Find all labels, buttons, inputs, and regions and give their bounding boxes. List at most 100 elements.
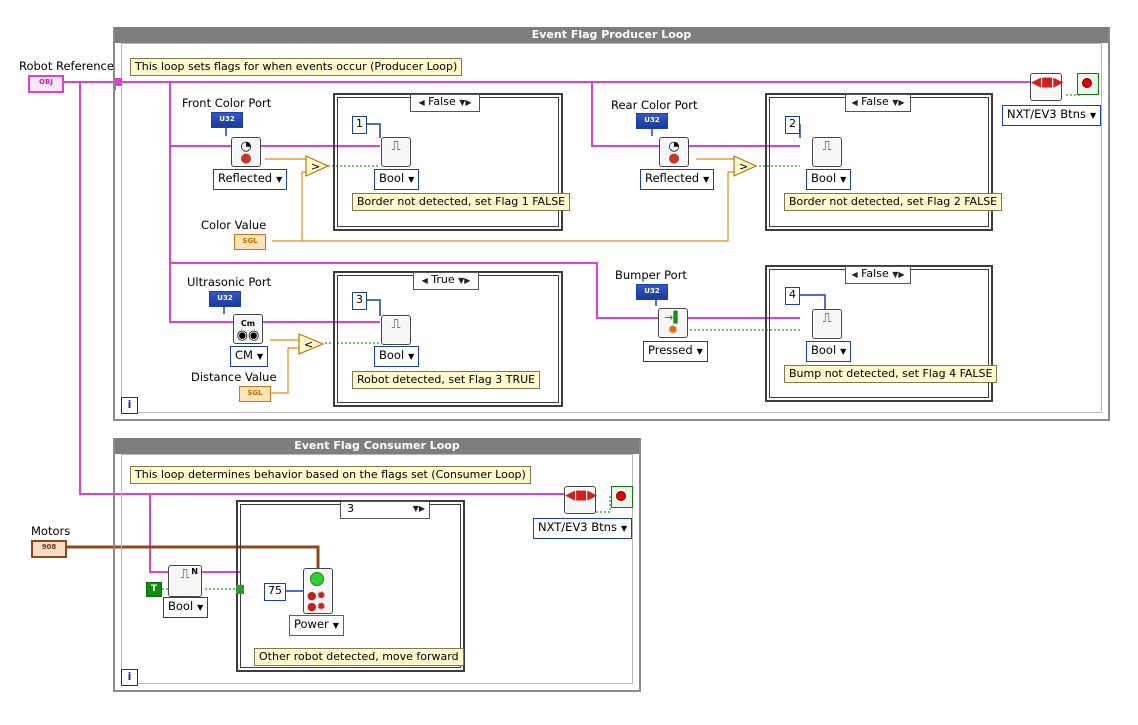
producer-loop-comment: This loop sets flags for when events occ… [130,58,463,76]
sensor-bulb-icon: ● [240,151,252,166]
case-1-comment: Border not detected, set Flag 1 FALSE [352,193,571,211]
greater-than-compare[interactable]: > [305,155,329,177]
power-constant[interactable]: 75 [264,583,286,601]
consumer-case-selector[interactable]: 3 ▼▶ [340,501,430,519]
less-than-compare[interactable]: < [298,333,324,355]
chevron-down-icon: ▼ [620,524,628,533]
case-prev-icon: ◀ [851,270,858,279]
flag-2-type-ring[interactable]: Bool▼ [806,169,852,190]
set-flag-4-vi[interactable]: ⎍ [812,309,842,339]
rear-color-port-terminal[interactable]: U32 [636,113,668,129]
flag-4-type-ring[interactable]: Bool▼ [806,341,852,362]
ultrasonic-sensor-vi[interactable]: Cm ◉◉ [233,314,263,344]
touch-gear-icon: ✹ [667,323,679,338]
chevron-down-icon: ▼ [840,347,847,356]
case-2-selector[interactable]: ◀ False ▼▶ [845,94,911,112]
flag-2-type-value: Bool [811,171,837,185]
case-next-icon: ▶ [898,270,905,279]
motor-mode-ring[interactable]: Power▼ [289,615,344,636]
case-3-selector[interactable]: ◀ True ▼▶ [413,272,479,290]
consumer-iteration-terminal: i [121,669,138,686]
ultrasonic-port-terminal[interactable]: U32 [209,291,241,307]
color-value-terminal[interactable]: SGL [234,234,266,250]
rear-color-mode-ring[interactable]: Reflected▼ [640,169,715,190]
motor-vi[interactable]: ●✹ ●✹ [303,568,333,614]
rear-color-mode-value: Reflected [645,171,700,185]
compare-front-symbol: > [311,160,320,173]
set-flag-3-vi[interactable]: ⎍ [381,315,411,345]
producer-iteration-terminal: i [121,397,138,414]
case-4-comment: Bump not detected, set Flag 4 FALSE [784,365,998,383]
loop-tunnel [115,78,122,86]
get-flag-type-value: Bool [168,599,194,613]
chevron-down-icon: ▼ [408,352,415,361]
flag-4-constant[interactable]: 4 [785,287,800,305]
case-2-comment: Border not detected, set Flag 2 FALSE [784,193,1003,211]
ultrasonic-mode-ring[interactable]: CM▼ [230,346,269,367]
front-color-mode-ring[interactable]: Reflected▼ [213,169,288,190]
robot-reference-terminal[interactable]: OBJ [28,75,64,93]
ultrasonic-cm-icon: Cm [240,319,256,328]
distance-value-terminal[interactable]: SGL [239,386,271,402]
set-flag-icon: ⎍ [822,311,832,326]
chevron-down-icon: ▼ [840,175,847,184]
case-1-selector-value: False [428,95,456,108]
consumer-buttons-value: NXT/EV3 Btns [538,520,617,534]
consumer-loop-frame [121,454,633,684]
brick-buttons-icon: ◀■▶ [1031,75,1064,90]
flag-3-constant[interactable]: 3 [352,292,367,310]
motors-terminal[interactable]: 908 [31,540,67,558]
rear-color-sensor-vi[interactable]: ◔ ● [659,137,689,167]
flag-1-constant[interactable]: 1 [352,116,367,134]
set-flag-icon: ⎍ [822,139,832,154]
flag-4-type-value: Bool [811,343,837,357]
color-value-label: Color Value [201,218,267,232]
bumper-mode-ring[interactable]: Pressed▼ [643,341,708,362]
consumer-loop-comment: This loop determines behavior based on t… [130,466,531,484]
get-flag-vi[interactable]: ⎍ N [168,565,202,597]
motor-mode-value: Power [294,617,329,631]
front-color-sensor-vi[interactable]: ◔ ● [231,137,261,167]
bumper-mode-value: Pressed [648,343,693,357]
chevron-down-icon: ▼ [256,352,264,361]
flag-3-type-value: Bool [379,348,405,362]
flag-2-constant[interactable]: 2 [785,116,800,134]
ultrasonic-eyes-icon: ◉◉ [236,328,260,343]
motors-label: Motors [31,524,71,538]
consumer-stop-terminal[interactable] [611,486,633,508]
front-color-port-label: Front Color Port [182,96,272,110]
ultrasonic-port-label: Ultrasonic Port [187,275,272,289]
nxt-buttons-vi-consumer[interactable]: ◀■▶ [564,486,597,514]
color-sensor-icon: ◔ [668,139,680,154]
chevron-down-icon: ▼ [197,603,204,612]
flag-1-type-ring[interactable]: Bool▼ [374,169,420,190]
rear-color-port-label: Rear Color Port [611,98,698,112]
greater-than-compare-rear[interactable]: > [733,155,757,177]
true-constant[interactable]: T [146,582,162,597]
touch-arrow-icon: →▌ [664,311,682,324]
chevron-down-icon: ▼ [892,270,899,279]
nxt-buttons-vi-producer[interactable]: ◀■▶ [1030,73,1064,101]
set-flag-1-vi[interactable]: ⎍ [381,137,411,167]
case-1-selector[interactable]: ◀ False ▼▶ [410,94,480,112]
producer-stop-terminal[interactable] [1077,73,1099,95]
color-sensor-icon: ◔ [240,139,252,154]
producer-while-loop[interactable]: Event Flag Producer Loop [113,27,1110,421]
front-color-port-terminal[interactable]: U32 [211,112,243,128]
chevron-down-icon: ▼ [892,98,899,107]
consumer-buttons-ring[interactable]: NXT/EV3 Btns▼ [533,518,633,539]
chevron-down-icon: ▼ [703,175,710,184]
case-4-selector[interactable]: ◀ False ▼▶ [845,266,911,284]
bumper-port-terminal[interactable]: U32 [636,284,668,300]
chevron-down-icon: ▼ [332,621,339,630]
consumer-while-loop[interactable]: Event Flag Consumer Loop [113,438,641,692]
case-2-selector-value: False [861,95,889,108]
get-flag-type-ring[interactable]: Bool▼ [163,597,209,618]
compare-ultrasonic-symbol: < [304,338,313,351]
case-prev-icon: ◀ [421,276,428,285]
case-next-icon: ▶ [464,276,471,285]
bumper-sensor-vi[interactable]: →▌ ✹ [658,308,688,338]
set-flag-2-vi[interactable]: ⎍ [812,137,842,167]
producer-buttons-ring[interactable]: NXT/EV3 Btns▼ [1002,105,1102,126]
flag-3-type-ring[interactable]: Bool▼ [374,346,420,367]
